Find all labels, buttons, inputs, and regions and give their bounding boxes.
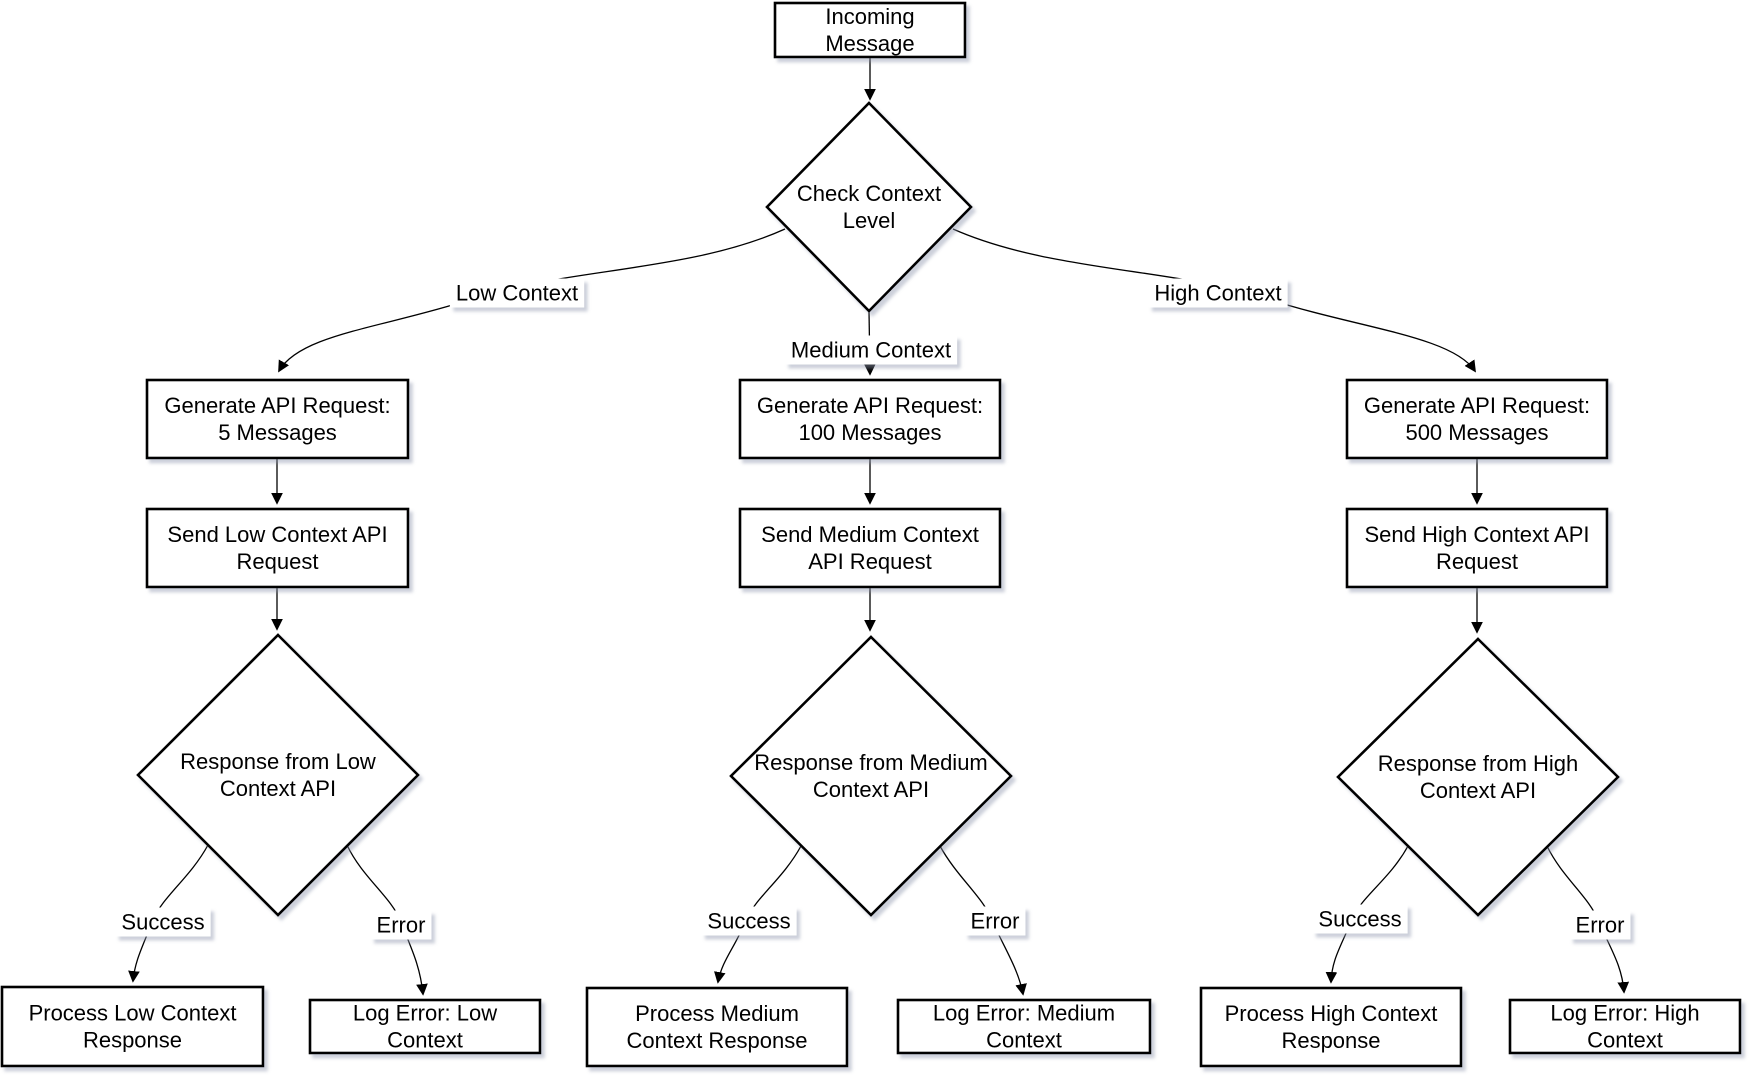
node-label-line: Response from Low <box>180 749 376 774</box>
node-label-line: Context API <box>220 776 336 801</box>
node-label-line: Response from High <box>1378 751 1579 776</box>
node-box-send-high <box>1345 507 1609 589</box>
node-gen-high: Generate API Request:500 Messages <box>1345 378 1609 460</box>
edge-label-text: Medium Context <box>791 338 951 363</box>
node-label-line: Process High Context <box>1225 1001 1438 1026</box>
node-label-line: Context API <box>813 777 929 802</box>
edge-label-background <box>1148 278 1288 308</box>
node-box-proc-med <box>585 986 849 1068</box>
edge-label-text: Error <box>1576 913 1625 938</box>
node-box-log-med <box>896 998 1152 1055</box>
node-label-line: Log Error: High <box>1550 1001 1699 1026</box>
node-label-line: Incoming <box>825 4 914 29</box>
node-diamond-resp-low <box>136 633 420 917</box>
node-box-send-low <box>145 507 410 589</box>
node-diamond-check-context <box>765 101 973 313</box>
node-label-line: API Request <box>808 549 932 574</box>
node-box-gen-low <box>145 378 410 460</box>
node-box-send-med <box>738 507 1002 589</box>
node-label-line: Level <box>843 208 896 233</box>
node-box-incoming <box>773 1 967 59</box>
edge-label-background <box>784 335 958 365</box>
node-label-line: Send High Context API <box>1364 522 1589 547</box>
node-box-proc-high <box>1199 986 1463 1068</box>
edge-label-background <box>115 907 211 937</box>
node-label-line: Process Medium <box>635 1001 799 1026</box>
node-box-log-low <box>308 998 542 1055</box>
node-gen-low: Generate API Request:5 Messages <box>145 378 410 460</box>
node-label-line: Context API <box>1420 778 1536 803</box>
edge-label-success-proc_high: Success <box>1312 904 1408 934</box>
node-label-line: Generate API Request: <box>757 393 983 418</box>
edge-label-success-proc_med: Success <box>701 906 797 936</box>
node-label-line: Send Medium Context <box>761 522 979 547</box>
node-gen-med: Generate API Request:100 Messages <box>738 378 1002 460</box>
node-label-line: Log Error: Low <box>353 1001 497 1026</box>
edge-label-background <box>701 906 797 936</box>
node-label-line: Request <box>1436 549 1518 574</box>
edge-label-text: Success <box>121 910 204 935</box>
edge-label-error-log_med: Error <box>964 906 1026 936</box>
node-label-line: Check Context <box>797 181 941 206</box>
node-diamond-resp-high <box>1336 637 1620 917</box>
node-label-line: Process Low Context <box>29 1001 237 1026</box>
node-label-line: Message <box>825 31 914 56</box>
edge-label-background <box>1569 910 1631 940</box>
node-label-line: Context <box>986 1028 1062 1053</box>
node-label-line: Generate API Request: <box>164 393 390 418</box>
edge-label-text: Low Context <box>456 281 578 306</box>
edge-label-text: Error <box>971 909 1020 934</box>
edge-label-text: Error <box>377 913 426 938</box>
edge-label-error-log_high: Error <box>1569 910 1631 940</box>
edge-label-background <box>370 910 432 940</box>
edge-label-text: High Context <box>1154 281 1281 306</box>
edge-label-low-context-gen_low: Low Context <box>449 278 585 308</box>
node-label-line: 500 Messages <box>1405 420 1548 445</box>
node-label-line: Response from Medium <box>754 750 988 775</box>
edge-label-background <box>964 906 1026 936</box>
node-label-line: 5 Messages <box>218 420 337 445</box>
edge-label-high-context-gen_high: High Context <box>1148 278 1288 308</box>
edge-label-error-log_low: Error <box>370 910 432 940</box>
edge-label-background <box>1312 904 1408 934</box>
node-label-line: Generate API Request: <box>1364 393 1590 418</box>
node-label-line: 100 Messages <box>798 420 941 445</box>
edge-label-background <box>449 278 585 308</box>
node-box-gen-med <box>738 378 1002 460</box>
edge-label-medium-context-gen_med: Medium Context <box>784 335 958 365</box>
edge-label-text: Success <box>1318 907 1401 932</box>
node-diamond-resp-med <box>729 635 1013 917</box>
node-label-line: Log Error: Medium <box>933 1001 1115 1026</box>
node-label-line: Response <box>83 1028 182 1053</box>
node-box-proc-low <box>0 985 265 1068</box>
edge-label-success-proc_low: Success <box>115 907 211 937</box>
node-box-gen-high <box>1345 378 1609 460</box>
node-label-line: Request <box>237 549 319 574</box>
edge-label-text: Success <box>707 909 790 934</box>
node-label-line: Context Response <box>627 1028 808 1053</box>
node-label-line: Context <box>387 1028 463 1053</box>
node-label-line: Send Low Context API <box>167 522 387 547</box>
node-label-line: Response <box>1281 1028 1380 1053</box>
node-label-line: Context <box>1587 1028 1663 1053</box>
node-box-log-high <box>1508 998 1742 1055</box>
